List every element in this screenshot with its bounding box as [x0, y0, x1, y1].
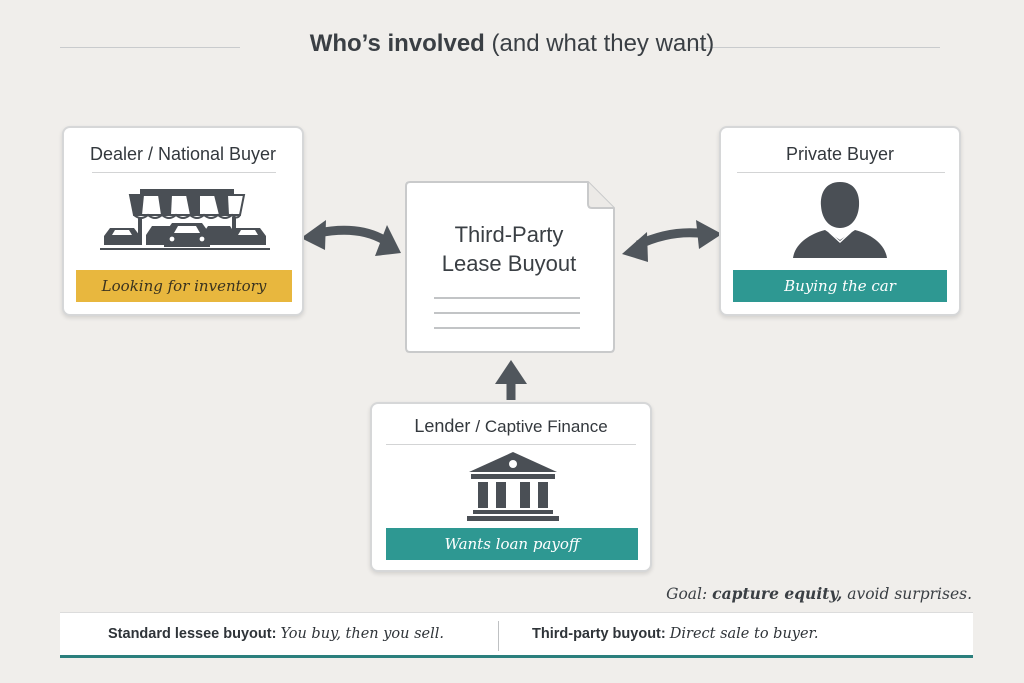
goal-emphasis: capture equity,: [712, 584, 843, 603]
dealer-card-rule: [92, 172, 276, 173]
lease-buyout-document: Third-Party Lease Buyout: [404, 180, 616, 354]
private-arrow-head-right: [696, 220, 722, 249]
lender-arrow-head: [495, 360, 527, 384]
private-buyer-card: Private Buyer Buying the car: [719, 126, 961, 316]
comparison-bar: Standard lessee buyout: You buy, then yo…: [60, 612, 973, 658]
standard-buyout-text: You buy, then you sell.: [280, 626, 445, 642]
storefront-with-cars-icon: [100, 189, 270, 250]
dealer-arrow-shaft: [317, 225, 387, 244]
lender-card-rule: [386, 444, 636, 445]
center-title-line2: Lease Buyout: [441, 251, 577, 276]
standard-buyout-item: Standard lessee buyout: You buy, then yo…: [108, 626, 444, 642]
lender-card-title-main: Lender: [414, 416, 471, 436]
lender-card-title: Lender / Captive Finance: [372, 416, 650, 437]
center-title-line1: Third-Party: [454, 222, 564, 247]
lender-card: Lender / Captive Finance Wants loan payo…: [370, 402, 652, 572]
third-party-buyout-item: Third-party buyout: Direct sale to buyer…: [532, 626, 819, 642]
page-title: Who’s involved (and what they want): [0, 30, 1024, 58]
dealer-card-title: Dealer / National Buyer: [89, 144, 277, 164]
document-icon: [405, 181, 615, 353]
dealer-tag: Looking for inventory: [76, 270, 292, 302]
dealer-card: Dealer / National Buyer Looking for in: [62, 126, 304, 316]
goal-prefix: Goal:: [666, 585, 708, 603]
dealer-arrow-head-left: [301, 220, 326, 250]
third-party-buyout-text: Direct sale to buyer.: [669, 626, 819, 642]
bank-icon: [467, 452, 559, 521]
private-buyer-card-rule: [737, 172, 945, 173]
page-title-main: Who’s involved: [309, 30, 485, 57]
page-title-sub: (and what they want): [491, 30, 715, 57]
person-icon: [793, 182, 887, 258]
private-arrow-head-left: [622, 232, 648, 262]
private-buyer-tag: Buying the car: [733, 270, 947, 302]
lender-card-title-sub: / Captive Finance: [475, 417, 608, 436]
lender-tag: Wants loan payoff: [386, 528, 638, 560]
third-party-buyout-label: Third-party buyout:: [532, 626, 666, 642]
goal-note: Goal: capture equity, avoid surprises.: [666, 584, 972, 603]
title-rule-left: [60, 47, 240, 48]
private-arrow-shaft: [636, 228, 707, 250]
comparison-divider: [498, 621, 499, 651]
dealer-arrow-head-right: [375, 225, 401, 256]
goal-suffix: avoid surprises.: [847, 585, 972, 603]
private-buyer-card-title: Private Buyer: [785, 144, 895, 164]
title-rule-right: [690, 47, 940, 48]
standard-buyout-label: Standard lessee buyout:: [108, 626, 277, 642]
